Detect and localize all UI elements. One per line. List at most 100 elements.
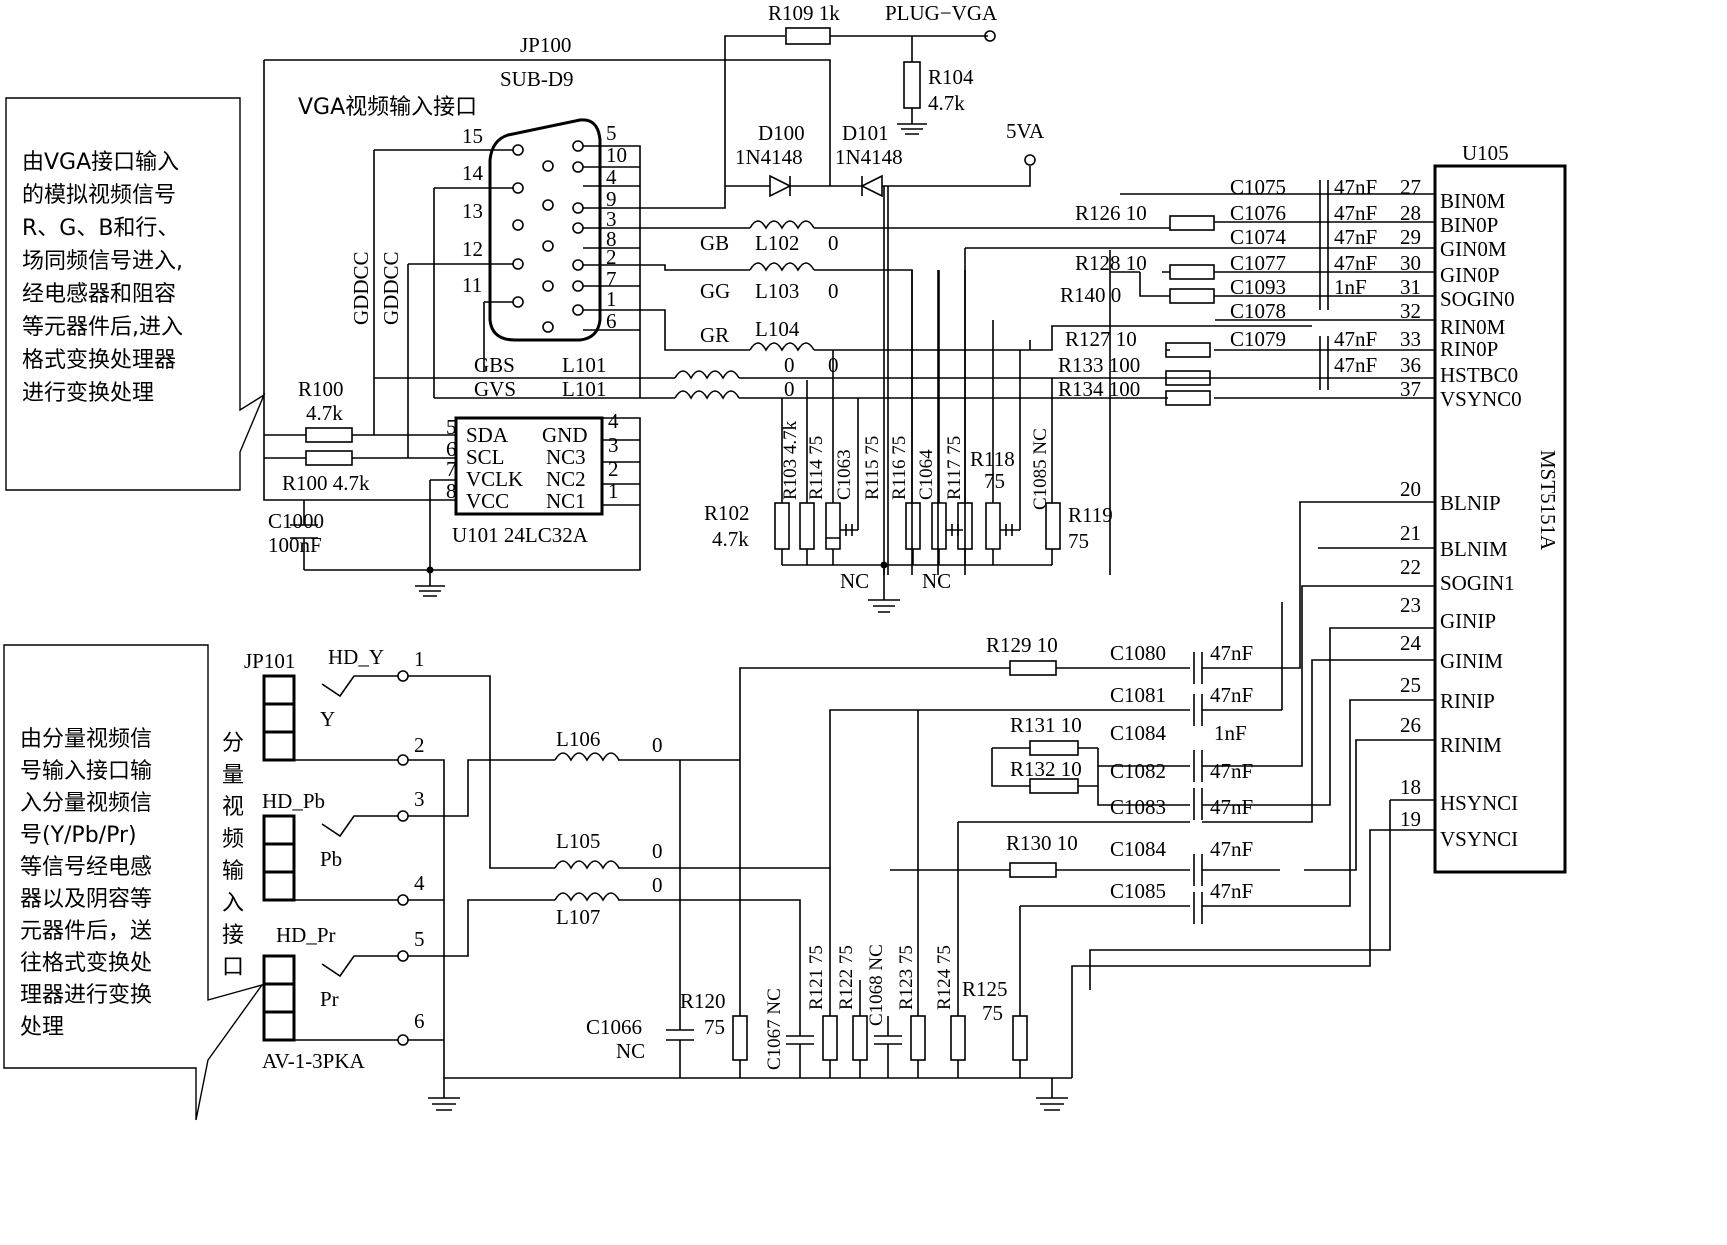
l102-inductor [749, 220, 815, 230]
ic-pin-20: 20 [1400, 477, 1421, 501]
ic-pin-36: 36 [1400, 353, 1421, 377]
r118-ref: R118 [970, 447, 1015, 471]
c1093-ref: C1093 [1230, 275, 1286, 299]
jack-y-sub: Y [320, 707, 335, 731]
r100-top-resistor [305, 427, 353, 443]
jp100-ref: JP100 [520, 33, 571, 57]
u101-scl: SCL [466, 445, 505, 469]
gddcc-label-2: GDDCC [379, 251, 403, 325]
r125-ref: R125 [962, 977, 1008, 1001]
r102-value: 4.7k [712, 527, 749, 551]
plug-vga-label: PLUG−VGA [885, 1, 998, 25]
r104-wire [897, 36, 927, 135]
ic-pin-33: 33 [1400, 327, 1421, 351]
ic-signal-gin0p: GIN0P [1440, 263, 1500, 287]
vga-pin-1: 1 [606, 287, 617, 311]
ic-signal-rinip: RINIP [1440, 689, 1495, 713]
jack-pin-6: 6 [414, 1009, 425, 1033]
r130-label: R130 10 [1006, 831, 1078, 855]
ic-pin-27: 27 [1400, 175, 1421, 199]
ic-pin-21: 21 [1400, 521, 1421, 545]
l101b-ref: L101 [562, 377, 606, 401]
vga-coupling-capacitors [1319, 180, 1329, 390]
ic-signal-bin0m: BIN0M [1440, 189, 1506, 213]
supply-5va-label: 5VA [1006, 119, 1045, 143]
ic-pin-28: 28 [1400, 201, 1421, 225]
ic-signal-blnim: BLNIM [1440, 537, 1508, 561]
r131-resistor [1029, 740, 1079, 756]
c1077-ref: C1077 [1230, 251, 1286, 275]
r132-resistor [1029, 778, 1079, 794]
vga-pin-circles [512, 140, 584, 333]
component-note-line: 由分量视频信 [20, 727, 153, 752]
vga-pin-10: 10 [606, 143, 627, 167]
ic-pin-23: 23 [1400, 593, 1421, 617]
c1085-nc-label: C1085 NC [1030, 428, 1051, 510]
c-hstbc-value: 47nF [1334, 353, 1377, 377]
svg-text:频: 频 [222, 827, 244, 852]
eeprom-wires [264, 417, 641, 597]
l106-ref: L106 [556, 727, 600, 751]
component-note-callout [3, 644, 264, 1121]
vga-note-line: 等元器件后,进入 [22, 315, 183, 340]
supply-5va-terminal [1024, 154, 1036, 166]
r140-label: R140 0 [1060, 283, 1121, 307]
vga-pin-4: 4 [606, 165, 617, 189]
d100-value: 1N4148 [735, 145, 803, 169]
svg-text:分: 分 [222, 731, 244, 756]
vga-input-title: VGA视频输入接口 [298, 95, 477, 120]
d100-diode-symbol [769, 174, 792, 198]
r119-ref: R119 [1068, 503, 1113, 527]
u101-sda: SDA [466, 423, 509, 447]
r134-resistor [1165, 390, 1211, 406]
vga-termination-parts [774, 270, 1061, 613]
vga-connector-wires [373, 145, 750, 458]
eeprom-ground-junction [426, 566, 434, 574]
c1074-value: 47nF [1334, 225, 1377, 249]
c1079-ref: C1079 [1230, 327, 1286, 351]
l101a-value-1: 0 [784, 353, 795, 377]
jp100-type: SUB-D9 [500, 67, 574, 91]
ic-part-number: MST5151A [1536, 450, 1560, 551]
jack-pb-sub: Pb [320, 847, 342, 871]
ic-signal-rin0p: RIN0P [1440, 337, 1498, 361]
c1085b-value: 47nF [1210, 879, 1253, 903]
r131-label: R131 10 [1010, 713, 1082, 737]
jp101-ref: JP101 [244, 649, 295, 673]
c1068-label: C1068 NC [866, 944, 887, 1026]
l107-inductor [554, 892, 620, 902]
vga-pin-5: 5 [606, 121, 617, 145]
c1085b-ref: C1085 [1110, 879, 1166, 903]
ic-pin-18: 18 [1400, 775, 1421, 799]
vga-note-line: 进行变换处理 [22, 381, 155, 406]
vga-pin-3: 3 [606, 207, 617, 231]
l101b-value: 0 [784, 377, 795, 401]
u101-nc3: NC3 [546, 445, 586, 469]
r120-value: 75 [704, 1015, 725, 1039]
c1081-ref: C1081 [1110, 683, 1166, 707]
jack-pr-sub: Pr [320, 987, 339, 1011]
r117-label: R117 75 [944, 436, 965, 500]
r115-label: R115 75 [862, 436, 883, 500]
ic-pin-26: 26 [1400, 713, 1421, 737]
top-frame-wire [263, 35, 988, 501]
component-wires [408, 667, 1435, 1111]
l106-inductor [554, 752, 620, 762]
ic-pin-19: 19 [1400, 807, 1421, 831]
c1076-value: 47nF [1334, 201, 1377, 225]
c1083-value: 47nF [1210, 795, 1253, 819]
r128-label: R128 10 [1075, 251, 1147, 275]
vga-pin-11: 11 [462, 273, 482, 297]
component-note-line: 元器件后，送 [20, 919, 153, 944]
u101-vcc: VCC [466, 489, 509, 513]
diode-wires [725, 166, 1031, 575]
vga-pin-15: 15 [462, 124, 483, 148]
vga-signal-wires [374, 186, 1435, 575]
gddcc-label-1: GDDCC [349, 251, 373, 325]
c1082-ref: C1082 [1110, 759, 1166, 783]
ic-pin-37: 37 [1400, 377, 1421, 401]
gb-label: GB [700, 231, 729, 255]
ic-pin-30: 30 [1400, 251, 1421, 275]
r130-resistor [1009, 862, 1057, 878]
r119-value: 75 [1068, 529, 1089, 553]
